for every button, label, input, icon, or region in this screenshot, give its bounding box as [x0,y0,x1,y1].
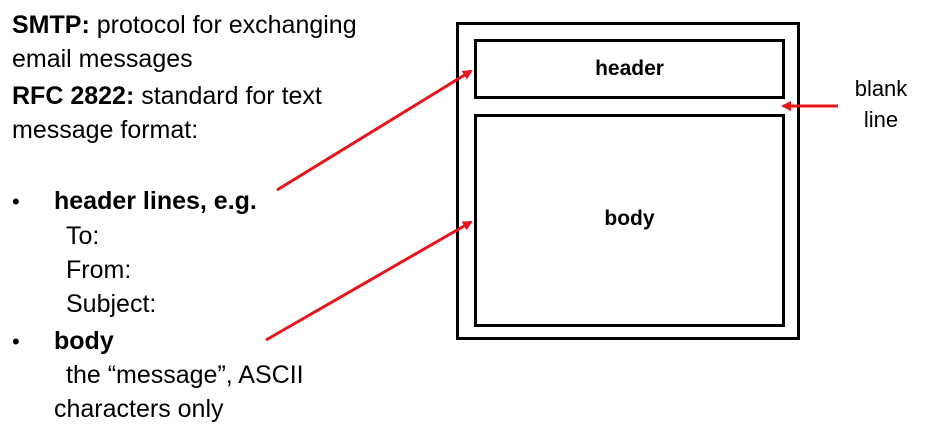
smtp-definition: SMTP: protocol for exchanging [12,8,357,42]
header-example-to: To: [66,222,100,250]
smtp-term: SMTP: [12,11,90,39]
header-section-label: header [595,57,664,80]
smtp-definition-line-2: email messages [12,45,193,73]
rfc-definition: RFC 2822: standard for text [12,79,322,113]
body-arrow [265,220,473,342]
blank-line-label-line-2: line [863,107,899,132]
header-section-box: header [474,39,785,99]
body-description-line-2: characters only [54,395,224,423]
blank-line-label-line-1: blank [854,76,908,101]
bullet-header-lines: • [12,189,20,214]
header-example-subject: Subject: [66,290,157,318]
body-section-label: body [604,207,655,230]
rfc-definition-text: standard for text [134,82,322,110]
body-section-box: body [474,114,785,327]
header-lines-label: header lines, e.g. [54,187,257,215]
blank-line-label: blank line [836,73,926,135]
body-description-line-1: the “message”, ASCII [66,361,304,389]
bullet-body: • [12,329,20,354]
header-example-from: From: [66,256,132,284]
body-label: body [54,327,114,355]
rfc-definition-line-2: message format: [12,116,199,144]
rfc-term: RFC 2822: [12,82,135,110]
message-outline [456,22,800,340]
smtp-definition-text: protocol for exchanging [89,11,357,39]
header-lines-arrow [276,69,473,192]
